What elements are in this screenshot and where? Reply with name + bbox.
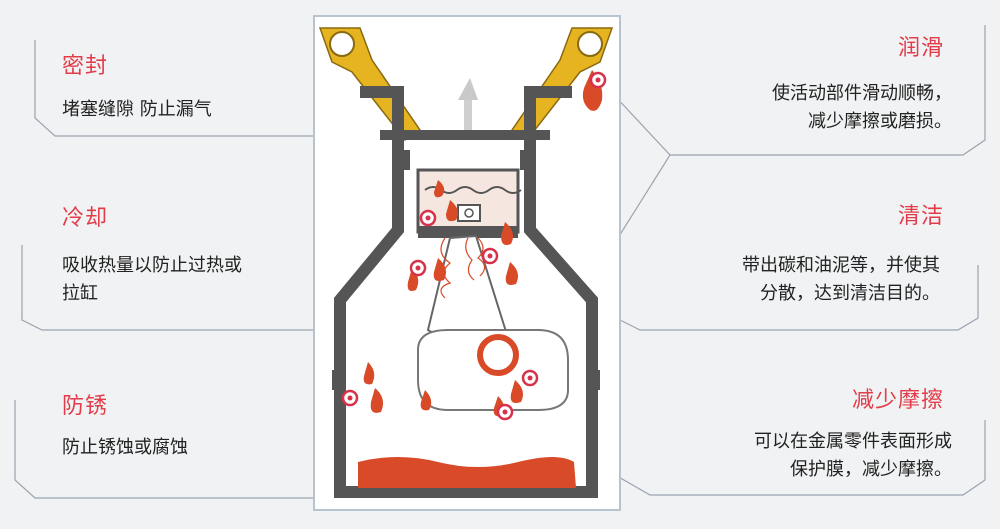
desc-friction-reduction: 可以在金属零件表面形成 保护膜，减少摩擦。 bbox=[754, 431, 952, 480]
engine-block bbox=[334, 86, 598, 498]
label-seal: 密封 bbox=[62, 54, 109, 79]
desc-seal: 堵塞缝隙 防止漏气 bbox=[62, 99, 212, 120]
desc-rustproof: 防止锈蚀或腐蚀 bbox=[62, 437, 188, 458]
marker-dots bbox=[341, 71, 607, 421]
desc-lubrication: 使活动部件滑动顺畅， 减少摩擦或磨损。 bbox=[772, 83, 952, 132]
label-cooling: 冷却 bbox=[62, 206, 109, 231]
crank-bearing bbox=[477, 334, 519, 376]
label-rustproof: 防锈 bbox=[62, 394, 109, 419]
cylinder-head bbox=[332, 130, 600, 390]
oil-sump bbox=[358, 457, 576, 488]
piston-base bbox=[418, 226, 518, 238]
desc-cleaning: 带出碳和油泥等，并使其 分散，达到清洁目的。 bbox=[742, 255, 940, 304]
valve bbox=[458, 78, 478, 100]
label-friction-reduction: 减少摩擦 bbox=[851, 388, 944, 413]
label-cleaning: 清洁 bbox=[897, 204, 944, 229]
desc-cooling: 吸收热量以防止过热或 拉缸 bbox=[62, 255, 242, 304]
label-lubrication: 润滑 bbox=[897, 36, 944, 61]
